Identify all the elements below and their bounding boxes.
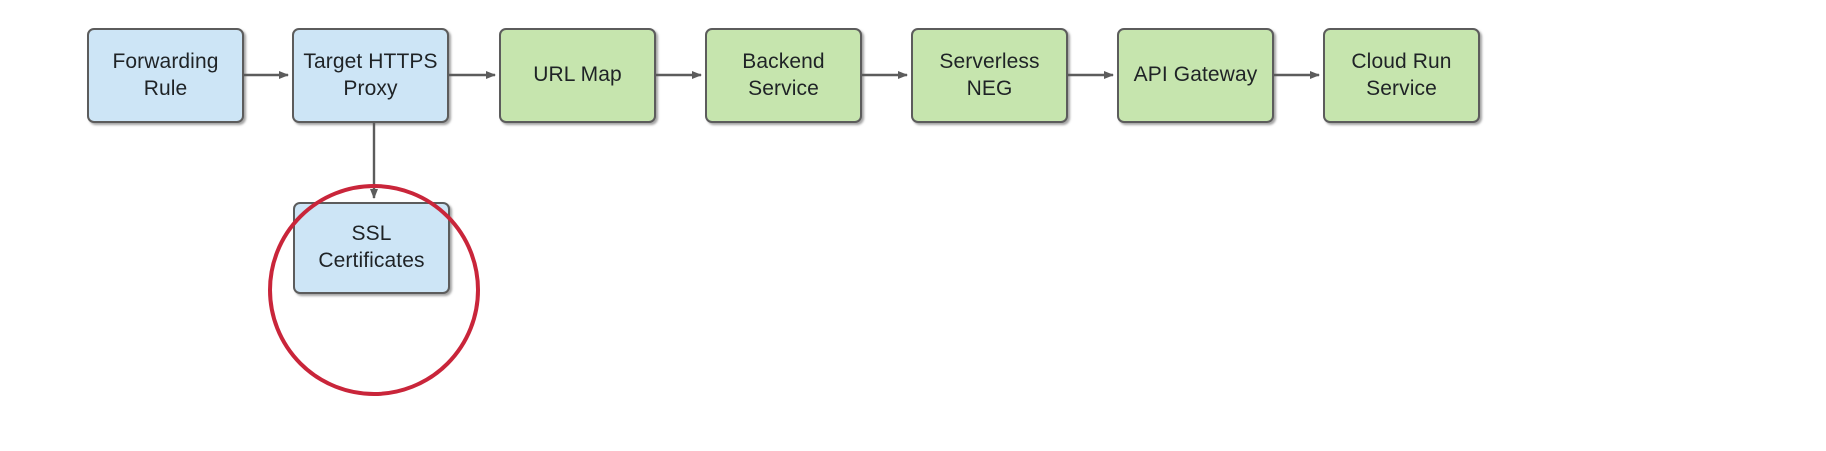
node-label-api-gateway: API Gateway — [1133, 63, 1258, 87]
node-ssl-certificates[interactable]: SSL Certificates — [293, 202, 450, 294]
node-label-ssl-certificates: SSL Certificates — [318, 222, 425, 272]
node-forwarding-rule[interactable]: Forwarding Rule — [87, 28, 244, 123]
node-serverless-neg[interactable]: Serverless NEG — [911, 28, 1068, 123]
node-label-target-https-proxy: Target HTTPS Proxy — [303, 49, 438, 100]
node-api-gateway[interactable]: API Gateway — [1117, 28, 1274, 123]
node-label-backend-service: Backend Service — [742, 49, 825, 100]
node-target-https-proxy[interactable]: Target HTTPS Proxy — [292, 28, 449, 123]
node-backend-service[interactable]: Backend Service — [705, 28, 862, 123]
node-label-url-map: URL Map — [533, 63, 622, 87]
node-url-map[interactable]: URL Map — [499, 28, 656, 123]
node-cloud-run-service[interactable]: Cloud Run Service — [1323, 28, 1480, 123]
node-label-cloud-run-service: Cloud Run Service — [1351, 49, 1452, 100]
node-label-forwarding-rule: Forwarding Rule — [112, 49, 219, 100]
node-label-serverless-neg: Serverless NEG — [939, 49, 1040, 100]
